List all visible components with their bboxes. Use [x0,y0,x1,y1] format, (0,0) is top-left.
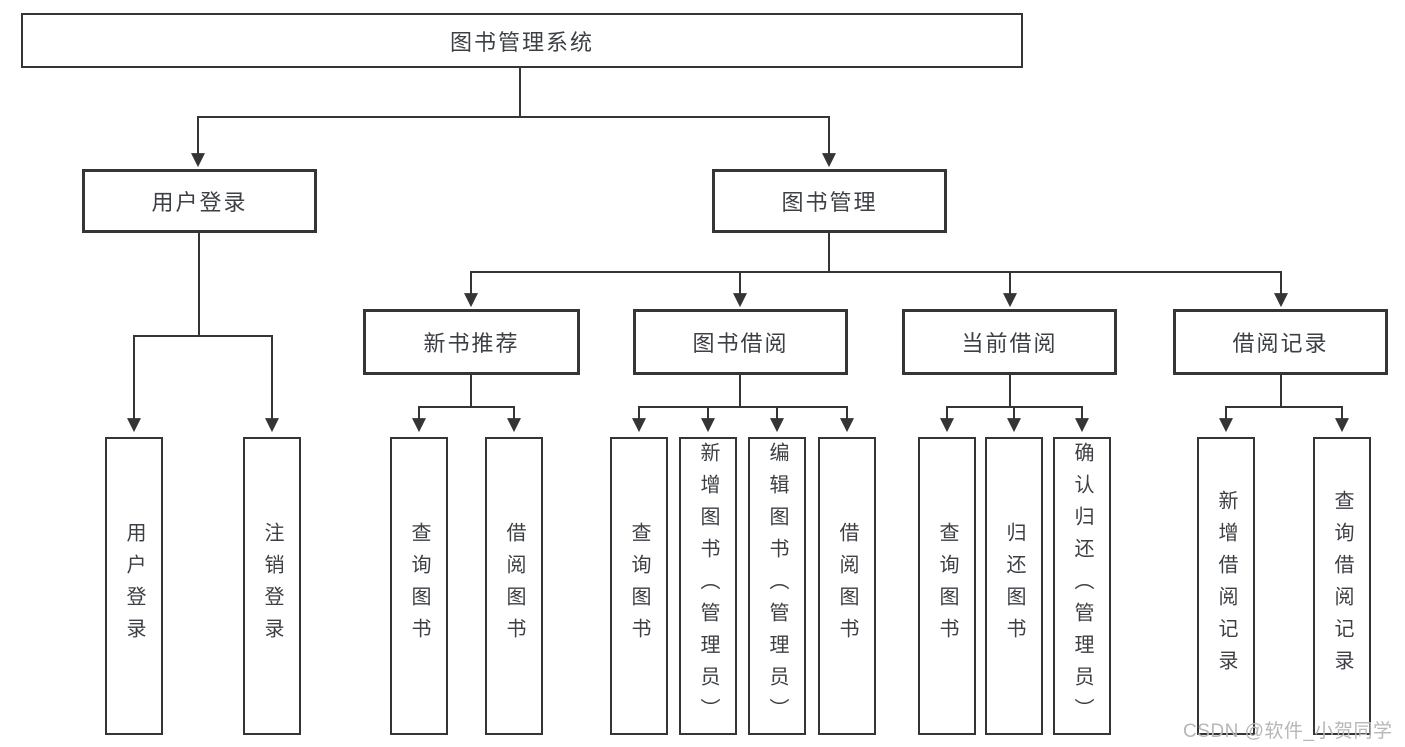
leaf-add-book-admin: 新增图书（管理员） [679,437,737,735]
leaf-user-login: 用户登录 [105,437,163,735]
node-library-system-label: 图书管理系统 [449,29,594,55]
leaf-borrowing-query-books: 查询图书 [610,437,668,735]
leaf-recommend-query-books-label: 查询图书 [408,522,430,650]
node-book-borrowing-label: 图书借阅 [692,331,789,356]
leaf-borrowing-borrow-books: 借阅图书 [818,437,876,735]
leaf-logout-label: 注销登录 [261,522,283,650]
leaf-recommend-borrow-books: 借阅图书 [485,437,543,735]
leaf-recommend-query-books: 查询图书 [390,437,448,735]
leaf-borrowing-borrow-books-label: 借阅图书 [836,522,858,650]
node-borrow-records-label: 借阅记录 [1232,331,1329,356]
leaf-logout: 注销登录 [243,437,301,735]
leaf-user-login-label: 用户登录 [123,522,145,650]
leaf-recommend-borrow-books-label: 借阅图书 [503,522,525,650]
node-library-system: 图书管理系统 [21,13,1023,68]
leaf-query-borrow-record-label: 查询借阅记录 [1331,490,1353,682]
node-book-management: 图书管理 [712,169,947,233]
leaf-confirm-return-admin: 确认归还（管理员） [1053,437,1111,735]
leaf-borrowing-query-books-label: 查询图书 [628,522,650,650]
node-borrow-records: 借阅记录 [1173,309,1388,375]
leaf-add-borrow-record-label: 新增借阅记录 [1215,490,1237,682]
leaf-edit-book-admin-label: 编辑图书（管理员） [766,442,788,730]
leaf-query-borrow-record: 查询借阅记录 [1313,437,1371,735]
leaf-add-borrow-record: 新增借阅记录 [1197,437,1255,735]
leaf-current-query-books: 查询图书 [918,437,976,735]
leaf-confirm-return-admin-label: 确认归还（管理员） [1071,442,1093,730]
csdn-watermark: CSDN @软件_小贺同学 [1183,721,1393,742]
leaf-edit-book-admin: 编辑图书（管理员） [748,437,806,735]
node-new-book-recommendation: 新书推荐 [363,309,580,375]
leaf-current-query-books-label: 查询图书 [936,522,958,650]
leaf-add-book-admin-label: 新增图书（管理员） [697,442,719,730]
node-user-login-label: 用户登录 [151,190,248,215]
node-user-login: 用户登录 [82,169,317,233]
leaf-return-books: 归还图书 [985,437,1043,735]
leaf-return-books-label: 归还图书 [1003,522,1025,650]
node-book-borrowing: 图书借阅 [633,309,848,375]
node-new-book-recommendation-label: 新书推荐 [423,331,520,356]
node-book-management-label: 图书管理 [781,190,878,215]
node-current-borrowing: 当前借阅 [902,309,1117,375]
node-current-borrowing-label: 当前借阅 [961,331,1058,356]
